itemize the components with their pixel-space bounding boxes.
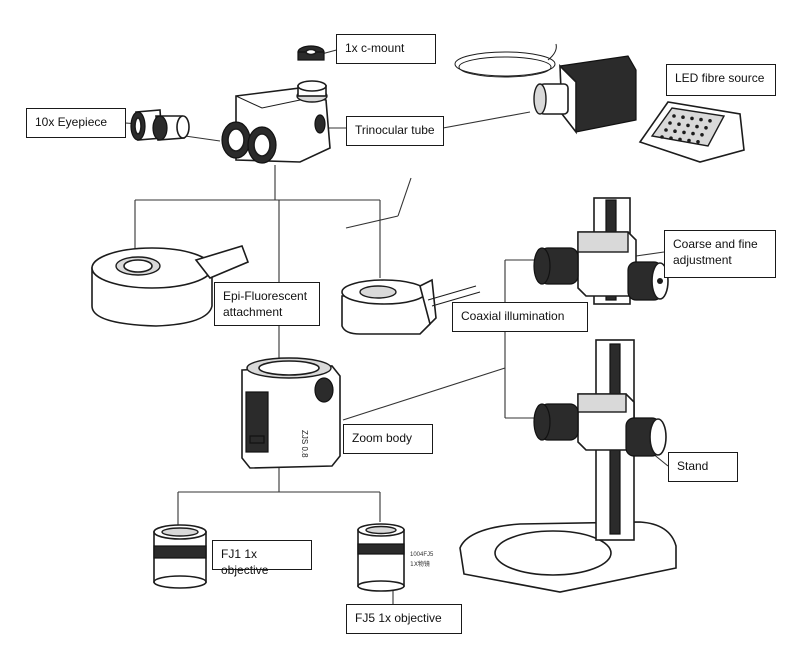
led-control-buttons [660, 114, 712, 144]
led-panel-button-icon [708, 119, 712, 123]
label-coarse-fine-adjustment: Coarse and fine adjustment [664, 230, 776, 278]
label-eyepiece-text: 10x Eyepiece [35, 115, 108, 129]
led-panel-button-icon [660, 135, 664, 139]
epi-fluorescent-attachment-drawing [91, 245, 250, 327]
zoom-body-drawing: ZJS 0.8 [241, 357, 341, 469]
label-epi-fluorescent-attachment: Epi-Fluorescent attachment [214, 282, 320, 326]
led-panel-button-icon [678, 137, 682, 142]
led-panel-button-icon [682, 130, 686, 135]
led-panel-button-icon [700, 133, 704, 137]
label-epi-fluorescent-line2: attachment [223, 305, 283, 319]
label-coarse-fine-line1: Coarse and fine [673, 237, 758, 251]
label-trinocular-tube-text: Trinocular tube [355, 123, 435, 137]
label-led-fibre-source: LED fibre source [666, 64, 776, 96]
led-panel-button-icon [704, 126, 708, 130]
label-coarse-fine-line2: adjustment [673, 253, 732, 267]
label-fj5-objective: FJ5 1x objective [346, 604, 462, 634]
led-panel-button-icon [681, 115, 685, 119]
stand-drawing [459, 339, 677, 593]
zoom-engraving: ZJS 0.8 [300, 430, 309, 458]
focus-block-drawing [533, 197, 669, 305]
led-panel-button-icon [669, 136, 673, 140]
c-mount-drawing [297, 45, 325, 61]
label-c-mount-text: 1x c-mount [345, 41, 405, 55]
led-panel-button-icon [695, 124, 699, 129]
label-zoom-body: Zoom body [343, 424, 433, 454]
label-fj5-objective-text: FJ5 1x objective [355, 611, 442, 625]
label-coaxial-illumination-text: Coaxial illumination [461, 309, 565, 323]
label-coaxial-illumination: Coaxial illumination [452, 302, 588, 332]
led-panel-button-icon [672, 114, 676, 118]
label-fj1-objective-text: FJ1 1x objective [221, 547, 269, 577]
led-panel-button-icon [696, 140, 700, 144]
led-panel-button-icon [687, 138, 691, 143]
led-panel-button-icon [690, 116, 694, 121]
coaxial-illuminator-drawing [341, 278, 481, 335]
label-led-fibre-source-text: LED fibre source [675, 71, 765, 85]
led-panel-button-icon [673, 129, 677, 133]
led-panel-button-icon [677, 122, 681, 126]
objective-engraving-line1: 1004FJ5 [410, 552, 434, 558]
label-c-mount: 1x c-mount [336, 34, 436, 64]
led-panel-button-icon [664, 128, 668, 132]
led-panel-button-icon [686, 123, 690, 128]
led-panel-button-icon [668, 121, 672, 125]
label-epi-fluorescent-line1: Epi-Fluorescent [223, 289, 308, 303]
led-panel-button-icon [691, 131, 695, 136]
label-eyepiece: 10x Eyepiece [26, 108, 126, 138]
led-fibre-source-drawing [454, 43, 745, 163]
led-panel-button-icon [699, 117, 703, 122]
label-trinocular-tube: Trinocular tube [346, 116, 444, 146]
label-fj1-objective: FJ1 1x objective [212, 540, 312, 577]
objective-engraving-line2: 1X物镜 [410, 560, 430, 568]
label-stand-text: Stand [677, 459, 709, 473]
fj1-objective-drawing [153, 524, 207, 589]
label-stand: Stand [668, 452, 738, 482]
fj5-objective-drawing: 1004FJ5 1X物镜 [357, 523, 434, 592]
trinocular-tube-drawing [221, 80, 331, 164]
label-zoom-body-text: Zoom body [352, 431, 413, 445]
eyepiece-drawing [130, 109, 190, 141]
